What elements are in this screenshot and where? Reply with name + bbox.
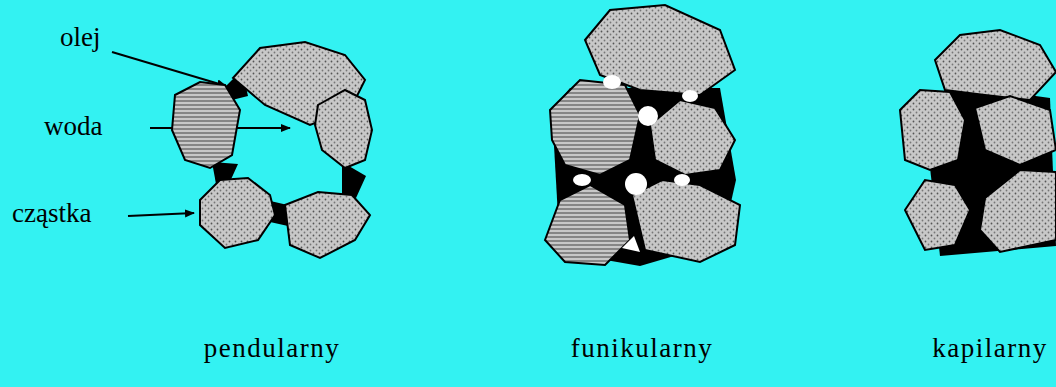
callout-label: woda [44,113,102,140]
state-caption: pendularny [204,335,340,362]
state-caption: funikularny [571,335,713,362]
funicular-group [545,5,740,266]
capillary-group [900,30,1056,256]
state-caption: kapilarny [932,335,1047,362]
callout-label: cząstka [12,200,91,227]
callout-label: olej [60,24,101,51]
pendular-group [172,42,372,258]
